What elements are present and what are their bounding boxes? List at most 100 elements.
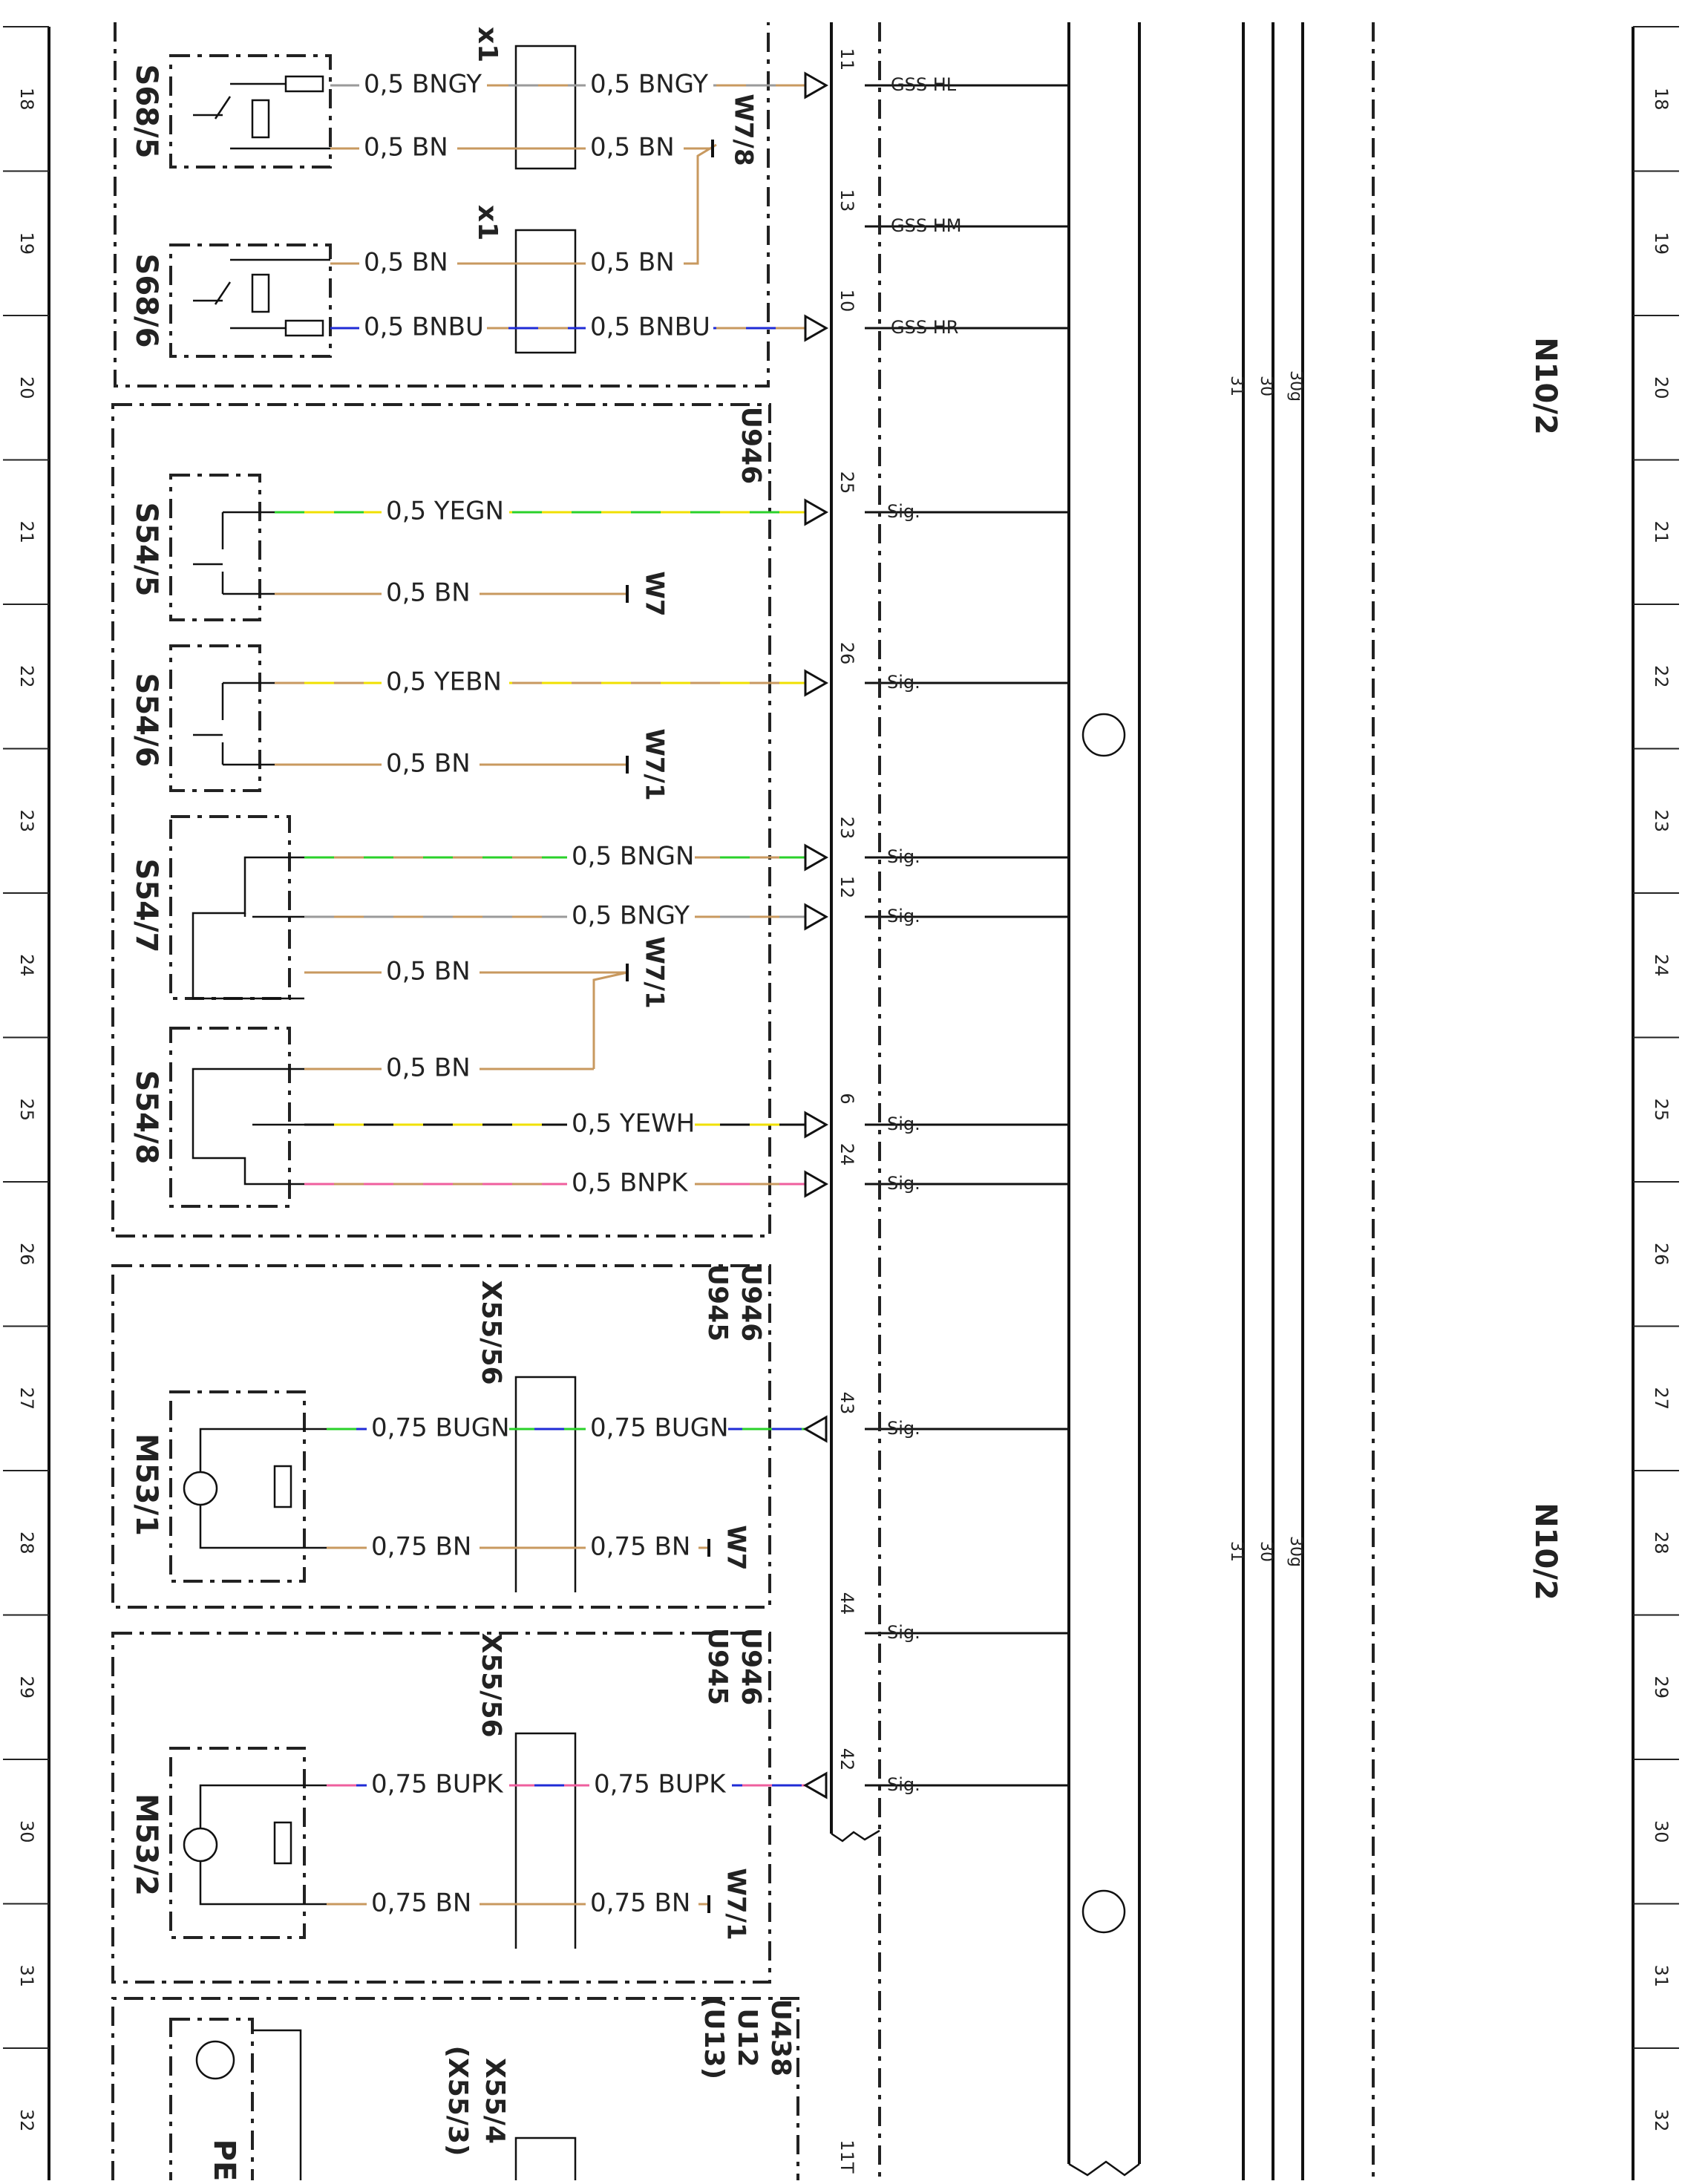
component-label-s68-5: S68/5 [129,65,163,159]
wire-label-bg [382,748,480,781]
row-number-left: 18 [16,88,37,111]
component-label-s68-6: S68/6 [129,254,163,348]
wire-bridge [592,971,628,1069]
connector-x55-4 [514,2136,577,2180]
module-label-n10-2-upper: N10/2 [1528,337,1562,435]
connector-label-x55-56-lower: X55/56 [476,1632,506,1737]
motor-box-m53-2 [169,1747,306,1939]
wire-label-bg [367,1413,509,1445]
ground-label-w7-m53-1: W7 [721,1525,751,1570]
switch-symbol-s54-5 [193,511,275,595]
wire-label-bg [586,69,713,102]
signal-arrow-icon [804,498,829,526]
wire-label-bg [567,841,695,874]
connector-x1-bottom [514,229,577,354]
ground-label-w7-1-s54-6: W7/1 [640,728,670,800]
sensor-box-pe [169,2018,254,2184]
module-bus-left-break [831,1829,880,1843]
wire-label-s54-7-a: 0,5 BNGN [572,842,694,872]
component-label-s54-8: S54/8 [129,1070,163,1165]
wire-layer [275,71,1069,1913]
wire-label-s54-8-c: 0,5 BNPK [572,1168,689,1198]
wire-label-s68-5-a: 0,5 BNGY [364,70,482,99]
pin-number-12: 12 [837,876,857,899]
signal-label-sig: Sig. [887,1418,920,1439]
group-box-u946-switches [111,403,771,1238]
transistor-icon-lower [1081,1889,1126,1934]
wire-label-bg [382,956,480,989]
wire-label-bg [367,1531,480,1564]
wire-label-m53-2-d: 0,75 BN [590,1889,690,1918]
connector-x1-top [514,45,577,170]
signal-label-sig: Sig. [887,906,920,926]
row-number-left: 32 [16,2109,37,2132]
wire-label-bg [367,1888,480,1920]
switch-symbol-s68-5 [193,75,330,150]
wire-label-m53-1-a: 0,75 BUGN [371,1413,510,1443]
wire-label-bg [367,1769,509,1802]
transistor-icon-upper [1081,713,1126,757]
ground-label-w7-8: W7/8 [729,94,759,166]
left-row-index [3,26,50,2180]
wire-label-m53-2-a: 0,75 BUPK [371,1770,504,1799]
wire-label-bg [586,1531,698,1564]
component-label-m53-2: M53/2 [129,1794,163,1896]
row-number-left: 25 [16,1098,37,1121]
wire-label-s54-5-b: 0,5 BN [386,578,471,608]
row-number-right: 25 [1651,1098,1672,1121]
switch-box-s68-5 [169,54,332,169]
connector-label-x55-56-upper: X55/56 [476,1280,506,1384]
motor-symbol-m53-1 [183,1428,327,1549]
row-number-right: 30 [1651,1820,1672,1843]
sensor-symbol-pe [195,2029,302,2180]
wire-label-m53-1-d: 0,75 BN [590,1532,690,1562]
wire-label-s54-8-a: 0,5 BN [386,1053,471,1083]
row-number-right: 24 [1651,954,1672,977]
group-label-u945-m2: U945 [702,1628,733,1705]
wire-label-bg [567,900,695,933]
row-number-right: 27 [1651,1387,1672,1410]
bus-label-30-lower: 30 [1257,1541,1275,1562]
component-label-s54-5: S54/5 [129,503,163,597]
wire-label-s68-5-b: 0,5 BNGY [590,70,708,99]
motor-symbol-m53-2 [183,1784,327,1906]
row-number-left: 19 [16,232,37,255]
wire-label-bg [359,312,487,344]
pin-number-6: 6 [837,1093,857,1104]
component-label-pe: PE [207,2139,241,2180]
row-number-right: 19 [1651,232,1672,255]
wire-label-m53-1-c: 0,75 BN [371,1532,471,1562]
connector-label-x55-4: X55/4 [480,2058,510,2144]
row-number-right: 22 [1651,665,1672,688]
signal-arrow-icon [804,669,829,697]
row-number-right: 18 [1651,88,1672,111]
signal-arrow-icon [804,903,829,931]
wire-label-s68-6-c: 0,5 BNBU [364,313,484,342]
row-number-right: 20 [1651,376,1672,399]
wire-label-bg [586,312,713,344]
pin-number-24: 24 [837,1143,857,1166]
row-number-left: 22 [16,665,37,688]
row-number-left: 29 [16,1675,37,1699]
row-number-left: 30 [16,1820,37,1843]
row-number-left: 24 [16,954,37,977]
pin-number-44: 44 [837,1592,857,1615]
group-box-m53-2 [111,1632,771,1984]
group-label-u438: U438 [765,1999,796,2076]
row-number-left: 27 [16,1387,37,1410]
connector-label-x1-top: x1 [472,27,503,62]
wire-label-m53-1-b: 0,75 BUGN [590,1413,729,1443]
wire-label-m53-2-c: 0,75 BN [371,1889,471,1918]
signal-label-gss-hr: GSS HR [891,317,958,338]
right-row-index [1632,26,1679,2180]
pin-number-11: 11 [837,48,857,71]
signal-arrow-icon [804,1170,829,1198]
group-box-pe [111,1997,799,2180]
component-label-m53-1: M53/1 [129,1433,163,1536]
row-number-left: 26 [16,1243,37,1266]
signal-label-sig: Sig. [887,1114,920,1134]
pin-number-26: 26 [837,642,857,665]
ground-label-w7-s54-5: W7 [640,571,670,616]
